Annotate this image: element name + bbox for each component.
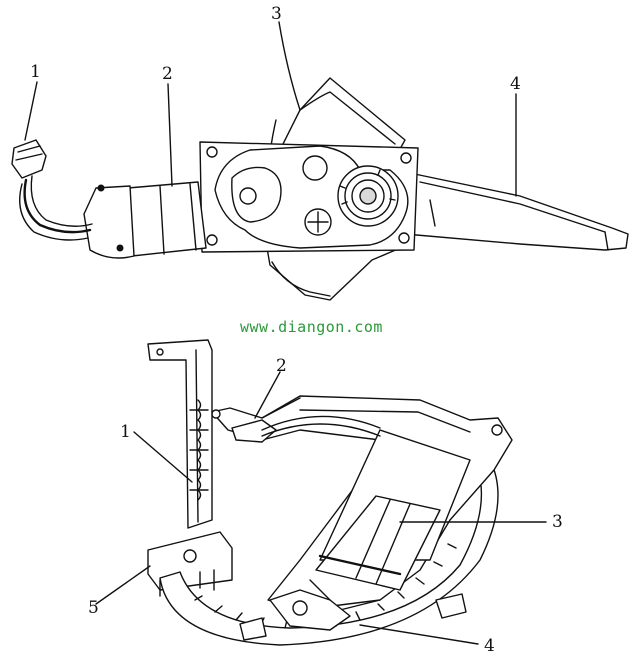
bottom-connector bbox=[231, 415, 381, 443]
bottom-figure bbox=[95, 339, 547, 646]
top-connector-cable bbox=[11, 139, 93, 241]
bottom-base-bracket bbox=[147, 531, 233, 597]
top-label-4: 4 bbox=[510, 74, 521, 94]
bottom-label-4: 4 bbox=[484, 636, 495, 656]
top-figure bbox=[11, 21, 629, 301]
bottom-label-2: 2 bbox=[276, 356, 287, 376]
watermark-text: www.diangon.com bbox=[240, 318, 383, 336]
top-motor bbox=[83, 181, 207, 259]
bottom-guide-rail bbox=[147, 339, 213, 529]
bottom-label-5: 5 bbox=[88, 598, 99, 618]
top-lift-arm bbox=[404, 171, 629, 251]
bottom-label-1: 1 bbox=[120, 422, 131, 442]
top-label-1: 1 bbox=[30, 62, 41, 82]
bottom-label-3: 3 bbox=[552, 512, 563, 532]
top-label-2: 2 bbox=[162, 64, 173, 84]
bottom-drive-parts bbox=[239, 589, 467, 641]
top-label-3: 3 bbox=[271, 4, 282, 24]
bottom-motor bbox=[309, 429, 471, 611]
top-gear-housing bbox=[199, 141, 419, 253]
